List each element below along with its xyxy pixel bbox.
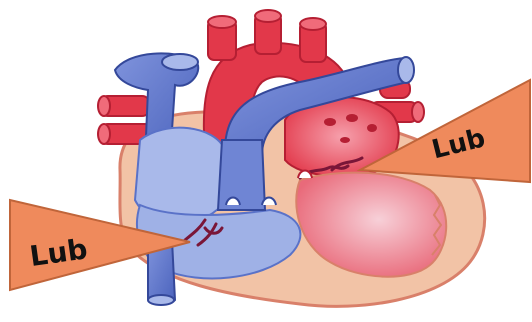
heart-diagram: Lub Lub bbox=[0, 0, 532, 322]
heart-illustration: Lub Lub bbox=[0, 0, 532, 322]
